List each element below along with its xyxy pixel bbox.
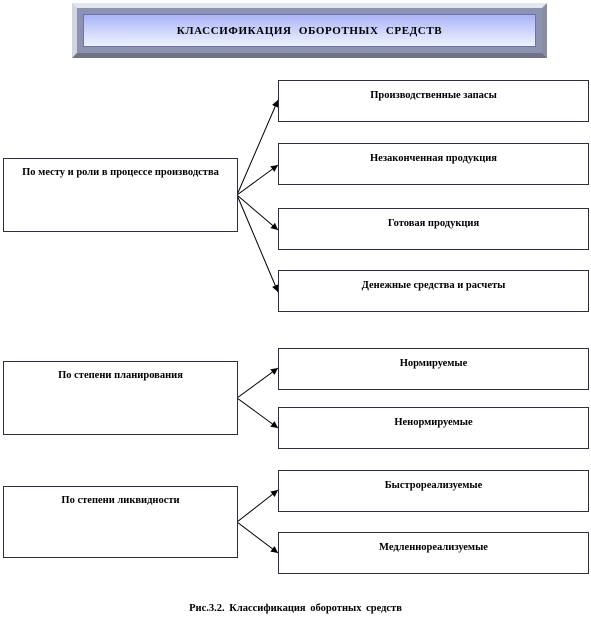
group-label: По степени планирования (58, 370, 183, 381)
item-label: Готовая продукция (387, 218, 480, 229)
group-label: По месту и роли в процессе производства (22, 167, 219, 178)
item-label: Ненормируемые (394, 417, 473, 428)
item-non-normalized: Ненормируемые (278, 407, 589, 449)
item-finished-products: Готовая продукция (278, 208, 589, 250)
group-planning: По степени планирования (3, 361, 238, 435)
group-liquidity: По степени ликвидности (3, 486, 238, 558)
item-unfinished-production: Незаконченная продукция (278, 143, 589, 185)
item-slow-realizable: Медленнореализуемые (278, 532, 589, 574)
item-fast-realizable: Быстрореализуемые (278, 470, 589, 512)
item-cash-settlements: Денежные средства и расчеты (278, 270, 589, 312)
title-frame: КЛАССИФИКАЦИЯ ОБОРОТНЫХ СРЕДСТВ (72, 3, 547, 58)
item-label: Денежные средства и расчеты (361, 280, 506, 291)
item-normalized: Нормируемые (278, 348, 589, 390)
item-label: Производственные запасы (370, 90, 497, 101)
item-label: Быстрореализуемые (384, 480, 483, 491)
figure-caption: Рис.3.2. Классификация оборотных средств (189, 603, 402, 614)
arrow-g3-item1 (236, 489, 279, 523)
arrow-g1-item3 (236, 194, 279, 231)
arrow-g1-item1 (236, 99, 279, 196)
title-panel: КЛАССИФИКАЦИЯ ОБОРОТНЫХ СРЕДСТВ (83, 14, 536, 47)
arrow-g1-item4 (236, 194, 279, 293)
group-label: По степени ликвидности (61, 495, 180, 506)
item-label: Медленнореализуемые (379, 542, 488, 553)
item-label: Нормируемые (399, 358, 468, 369)
arrow-g3-item2 (236, 521, 279, 554)
group-place-role: По месту и роли в процессе производства (3, 158, 238, 232)
item-production-stocks: Производственные запасы (278, 80, 589, 122)
diagram-title: КЛАССИФИКАЦИЯ ОБОРОТНЫХ СРЕДСТВ (176, 24, 443, 37)
arrow-g2-item1 (236, 367, 279, 399)
item-label: Незаконченная продукция (370, 153, 497, 164)
arrow-g1-item2 (236, 164, 279, 196)
arrow-g2-item2 (236, 397, 279, 429)
